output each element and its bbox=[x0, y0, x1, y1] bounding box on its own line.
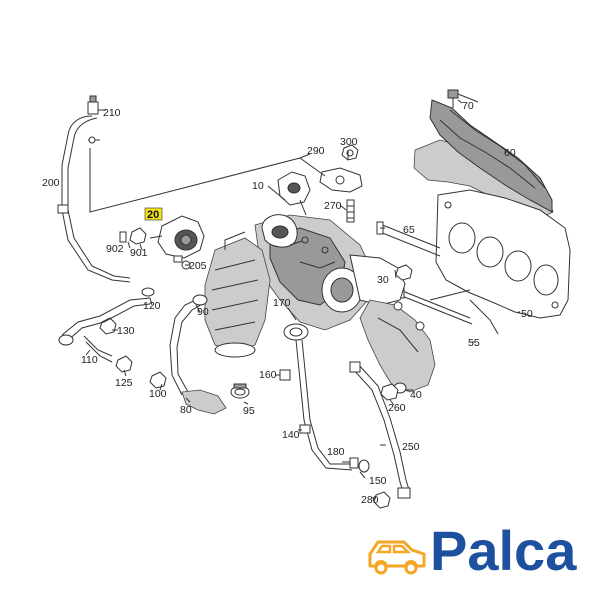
palca-logo-text: Palca bbox=[430, 519, 577, 582]
oil-supply-line-part bbox=[57, 95, 301, 283]
label-260: 260 bbox=[388, 402, 406, 414]
label-90: 90 bbox=[197, 306, 209, 318]
label-60: 60 bbox=[504, 147, 516, 159]
actuator-part bbox=[277, 171, 311, 216]
label-55: 55 bbox=[468, 337, 480, 349]
label-150: 150 bbox=[369, 475, 387, 487]
label-300: 300 bbox=[340, 136, 358, 148]
gasket-170-part bbox=[283, 323, 309, 341]
exhaust-outlet-part bbox=[359, 299, 436, 393]
label-270: 270 bbox=[324, 200, 342, 212]
label-200: 200 bbox=[42, 177, 60, 189]
palca-logo bbox=[368, 540, 426, 575]
label-70: 70 bbox=[462, 100, 474, 112]
label-100: 100 bbox=[149, 388, 167, 400]
label-20: 20 bbox=[147, 209, 159, 221]
label-901: 901 bbox=[130, 247, 148, 259]
label-110: 110 bbox=[81, 354, 98, 366]
actuator-valve-20-part bbox=[149, 215, 205, 263]
bracket-290-part bbox=[299, 157, 363, 193]
label-30: 30 bbox=[377, 274, 389, 286]
oil-return-line-110-part bbox=[58, 297, 151, 363]
coolant-pipe-140-part bbox=[295, 339, 353, 471]
part-labels: 210 70 60 290 300 200 10 270 20 65 902 9… bbox=[42, 100, 533, 506]
label-10: 10 bbox=[252, 180, 264, 192]
car-icon bbox=[368, 540, 426, 575]
plug-160-part bbox=[279, 369, 291, 381]
label-902: 902 bbox=[106, 243, 124, 255]
label-40: 40 bbox=[410, 389, 422, 401]
label-80: 80 bbox=[180, 404, 192, 416]
label-170: 170 bbox=[273, 297, 291, 309]
label-205: 205 bbox=[189, 260, 207, 272]
heat-shield-part bbox=[413, 99, 554, 219]
turbocharger-body-part bbox=[254, 214, 406, 331]
manifold-gasket-part bbox=[435, 189, 571, 319]
part-20-highlight bbox=[144, 207, 163, 221]
label-130: 130 bbox=[117, 325, 135, 337]
label-65: 65 bbox=[403, 224, 415, 236]
bolt-70-part bbox=[447, 89, 479, 108]
stud-270-part bbox=[346, 199, 355, 223]
fitting-180-part bbox=[349, 457, 359, 469]
downpipe-part bbox=[204, 231, 271, 358]
label-140: 140 bbox=[282, 429, 300, 441]
nut-300-part bbox=[341, 144, 359, 161]
label-120: 120 bbox=[143, 300, 161, 312]
fitting-125-part bbox=[115, 355, 133, 373]
label-290: 290 bbox=[307, 145, 325, 157]
clip-902-part bbox=[119, 231, 127, 243]
fitting-100-part bbox=[149, 371, 167, 389]
label-250: 250 bbox=[402, 441, 420, 453]
clamp-95-part bbox=[230, 383, 250, 399]
label-125: 125 bbox=[115, 377, 133, 389]
fitting-120-part bbox=[141, 287, 155, 297]
fitting-150-part bbox=[358, 459, 370, 473]
coolant-pipe-250-part bbox=[349, 361, 411, 499]
label-50: 50 bbox=[521, 308, 533, 320]
clip-901-part bbox=[129, 227, 147, 245]
label-280: 280 bbox=[361, 494, 379, 506]
label-180: 180 bbox=[327, 446, 345, 458]
hose-80-part bbox=[181, 389, 227, 415]
label-95: 95 bbox=[243, 405, 255, 417]
oil-return-pipe-90-part bbox=[169, 294, 208, 396]
label-210: 210 bbox=[103, 107, 121, 119]
leader-lines bbox=[85, 99, 520, 499]
label-160: 160 bbox=[259, 369, 277, 381]
bolt-280-part bbox=[373, 491, 391, 509]
